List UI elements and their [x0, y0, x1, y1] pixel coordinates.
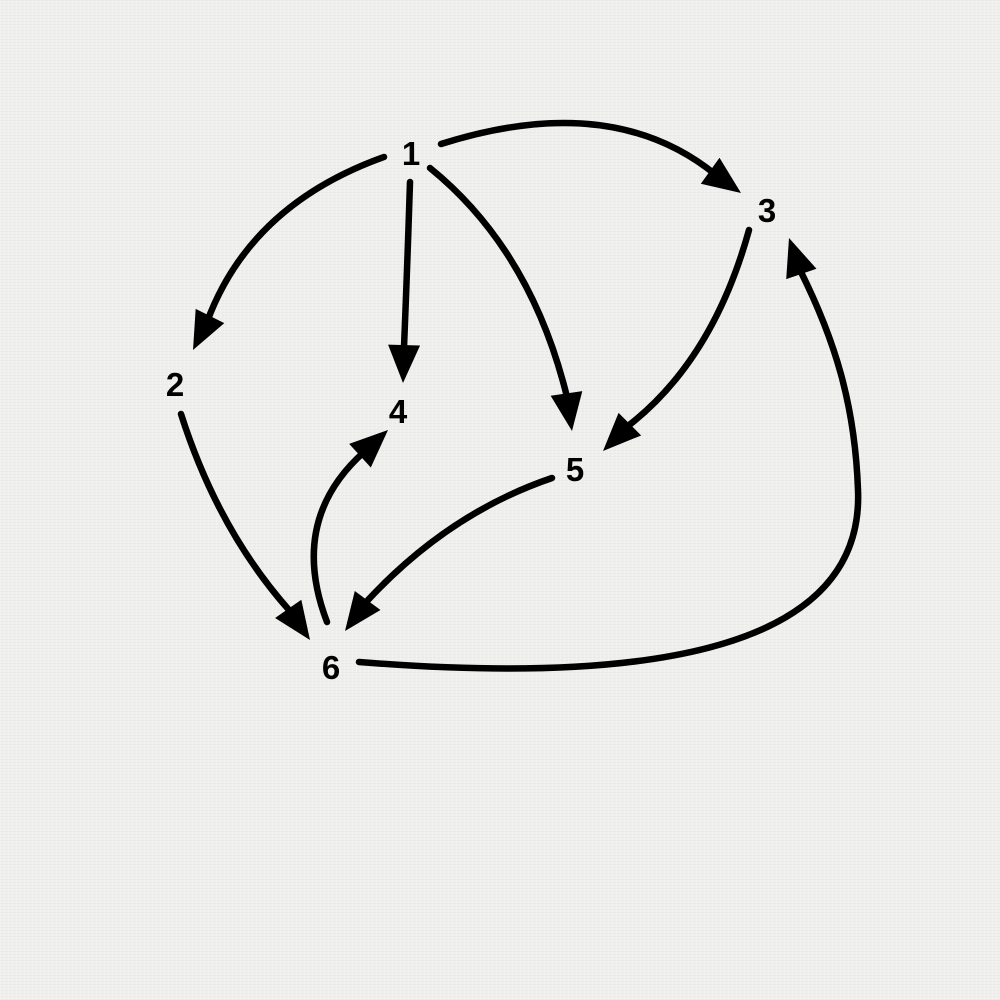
edge-2-6-arrowhead: [275, 599, 310, 640]
edge-5-6-arrowhead: [345, 590, 381, 631]
edge-3-5-arrowhead: [603, 412, 642, 451]
edge-2-6-line: [177, 410, 293, 614]
edge-6-3-line: [355, 266, 862, 672]
node-6-label: 6: [322, 649, 340, 686]
node-1-label: 1: [402, 135, 420, 172]
edge-1-2-line: [203, 153, 388, 326]
edge-1-3: [437, 119, 741, 193]
edge-1-5-arrowhead: [550, 391, 583, 431]
edge-1-2: [193, 153, 388, 350]
node-4-label: 4: [389, 393, 408, 430]
node-5-label: 5: [566, 451, 584, 488]
edge-1-5-line: [426, 164, 571, 401]
edge-1-5: [426, 164, 583, 431]
edge-1-4: [388, 178, 421, 383]
edge-1-3-line: [437, 119, 720, 179]
edge-6-4-line: [310, 448, 368, 626]
node-3-label: 3: [758, 192, 776, 229]
nodes-layer: 1 2 3 4 5 6: [166, 135, 776, 686]
edge-5-6: [345, 474, 556, 631]
edge-1-3-arrowhead: [700, 157, 741, 193]
edge-6-3-arrowhead: [786, 238, 817, 280]
edge-2-6: [177, 410, 310, 640]
node-2-label: 2: [166, 366, 184, 403]
edge-1-2-arrowhead: [193, 308, 225, 350]
edge-3-5-line: [624, 226, 753, 430]
edge-6-4: [310, 430, 388, 626]
edges-layer: [177, 119, 862, 672]
edge-1-4-line: [400, 178, 414, 351]
edge-3-5: [603, 226, 753, 451]
edge-6-4-arrowhead: [349, 430, 388, 468]
edge-5-6-line: [364, 474, 556, 604]
edge-6-3: [355, 238, 862, 672]
edge-1-4-arrowhead: [388, 344, 421, 383]
